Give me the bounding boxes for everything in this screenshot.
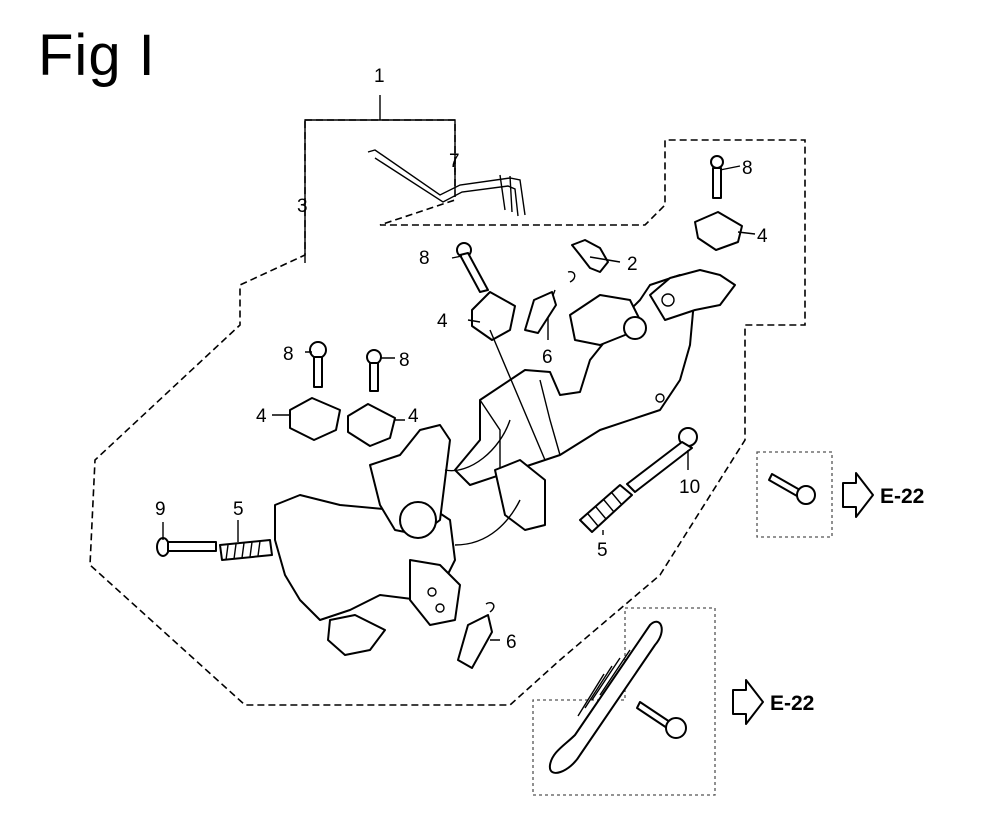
bracket-hole [435, 603, 445, 613]
callout-1-bracket [304, 95, 456, 255]
callout-5-right: 5 [597, 540, 608, 561]
bracket-hole [427, 587, 437, 597]
bolt-8-center [456, 242, 489, 293]
connecting-link [444, 419, 521, 546]
callout-8-center: 8 [419, 248, 430, 269]
figure-title: Fig I [38, 23, 156, 88]
callout-4-mid: 4 [408, 406, 419, 427]
plate-4-center [471, 291, 516, 341]
clip [571, 239, 609, 273]
callout-5-left: 5 [233, 499, 244, 520]
callout-2: 2 [627, 254, 638, 275]
callout-6-upper: 6 [542, 347, 553, 368]
screw-icon [768, 473, 816, 505]
callout-3: 3 [297, 196, 308, 217]
plate-hole [655, 393, 665, 403]
spring-6-lower [457, 602, 495, 669]
assembly-boundary [89, 119, 806, 706]
reference-label-lower: E-22 [770, 692, 814, 715]
spring-5-left [219, 539, 273, 561]
plate-4-mid [347, 403, 396, 447]
reference-box-lower [532, 607, 716, 796]
reference-box-upper [756, 451, 833, 538]
wire-rod [367, 149, 526, 217]
callout-8-left: 8 [283, 344, 294, 365]
plate-boss [623, 316, 647, 340]
bolt-8-left [309, 341, 327, 388]
callout-4-center: 4 [437, 311, 448, 332]
callout-9: 9 [155, 499, 166, 520]
plate-arm-right [649, 269, 736, 321]
bracket-boss [399, 501, 437, 539]
plate-hole [661, 293, 675, 307]
spring-clip-icon [548, 620, 663, 774]
callout-6-lower: 6 [506, 632, 517, 653]
spring-5-right [579, 484, 633, 533]
callout-1: 1 [374, 66, 385, 87]
callout-7: 7 [449, 151, 460, 172]
callout-4-left: 4 [256, 406, 267, 427]
bracket-side [494, 459, 546, 531]
reference-label-upper: E-22 [880, 485, 924, 508]
bracket-tab [409, 559, 461, 626]
callout-8-mid: 8 [399, 350, 410, 371]
bracket-foot [327, 614, 386, 656]
arrow-right-icon [842, 472, 874, 518]
screw-icon-lower [636, 701, 687, 739]
bolt-9 [156, 537, 217, 557]
leader-lines [162, 160, 756, 641]
callout-10: 10 [679, 477, 700, 498]
spring-6-upper [524, 270, 576, 334]
callout-8-top-right: 8 [742, 158, 753, 179]
plate-4-left [289, 397, 341, 441]
bolt-10 [626, 427, 698, 493]
plate-edge [479, 379, 561, 470]
plate-4-top-right [694, 211, 743, 251]
callout-4-top-right: 4 [757, 226, 768, 247]
bolt-8-mid [366, 349, 382, 392]
bolt-8-top-right [710, 155, 724, 199]
arrow-right-icon-lower [732, 679, 764, 725]
